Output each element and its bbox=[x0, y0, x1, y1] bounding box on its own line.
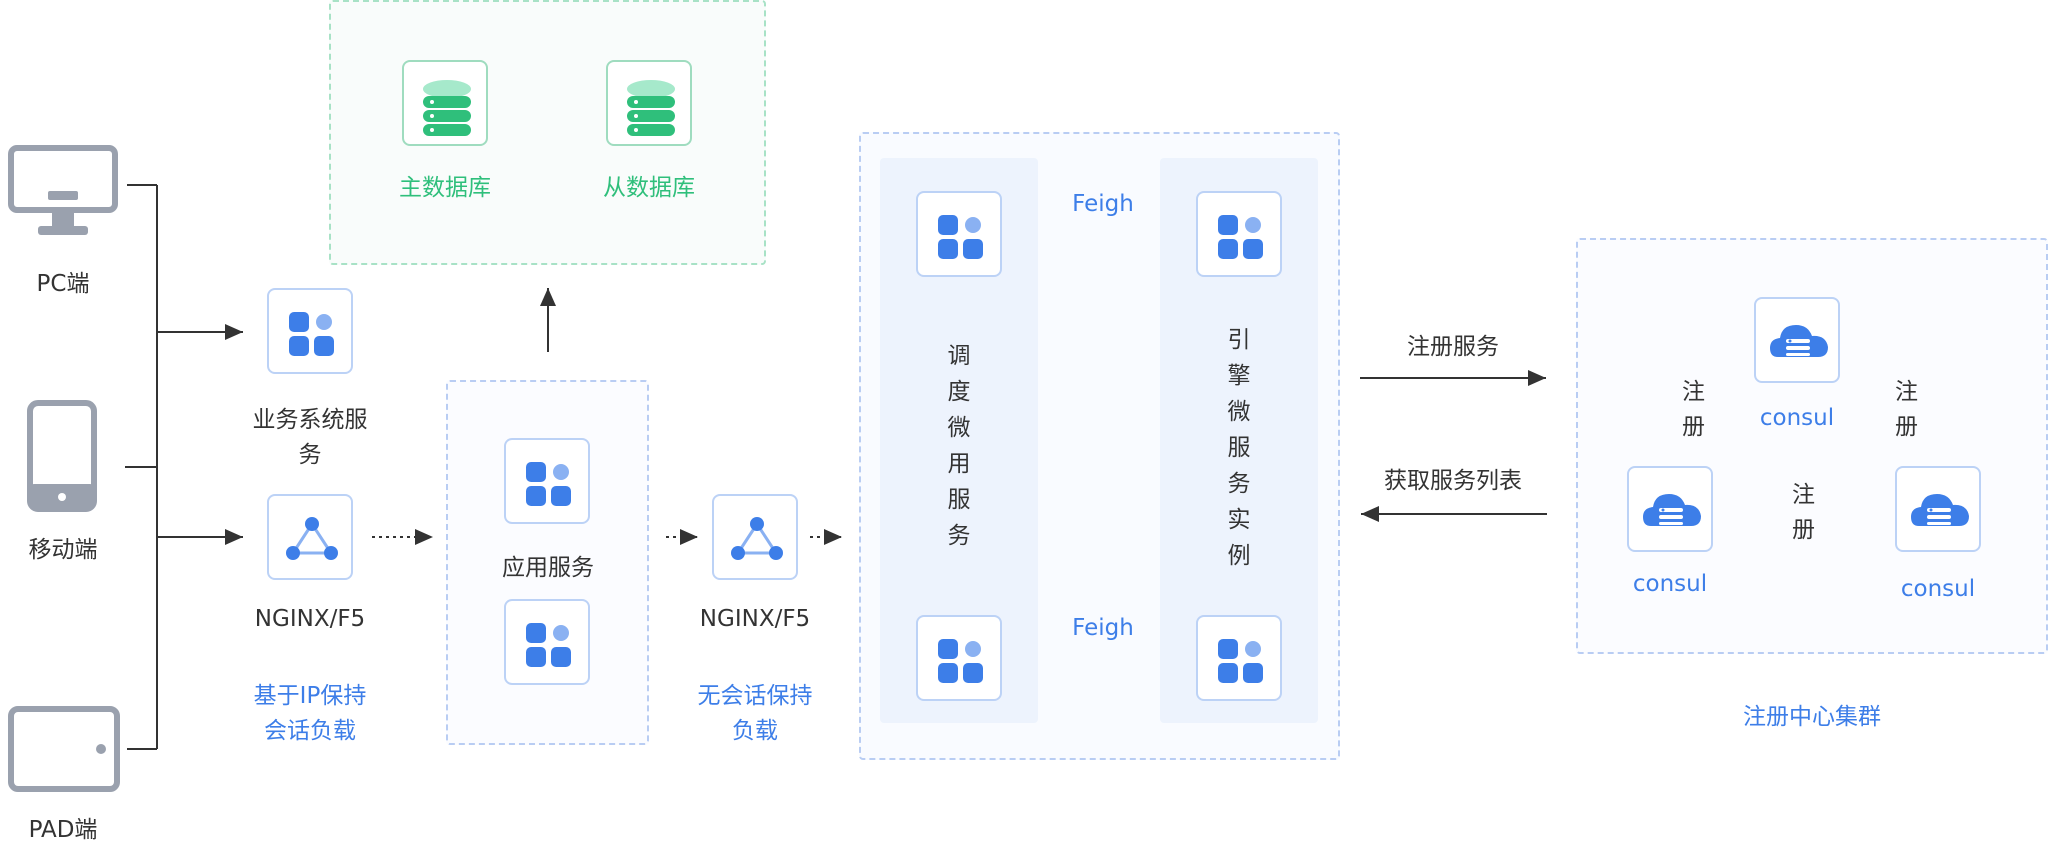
register-right-char2: 册 bbox=[1895, 414, 1918, 440]
consul-node-top-label: consul bbox=[1759, 405, 1835, 431]
pc-icon bbox=[8, 145, 118, 245]
engine-service-icon bbox=[1196, 191, 1282, 277]
consul-node-left-icon bbox=[1627, 466, 1713, 552]
consul-node-top-icon bbox=[1754, 297, 1840, 383]
primary-database-icon bbox=[402, 60, 488, 146]
nginx1-label: NGINX/F5 bbox=[254, 606, 366, 632]
pad-icon bbox=[8, 706, 120, 792]
app-service-label: 应用服务 bbox=[502, 555, 594, 581]
nginx1-note-line2: 会话负载 bbox=[264, 718, 356, 744]
consul-node-right-label: consul bbox=[1900, 576, 1976, 602]
app-service-instance-icon bbox=[504, 599, 590, 685]
nginx2-label: NGINX/F5 bbox=[699, 606, 811, 632]
database-group bbox=[329, 0, 766, 265]
replica-database-label: 从数据库 bbox=[603, 175, 695, 201]
nginx1-note-line1: 基于IP保持 bbox=[253, 683, 367, 709]
registry-cluster-title: 注册中心集群 bbox=[1743, 704, 1881, 730]
feign-top-label: Feigh bbox=[1072, 191, 1134, 217]
app-service-icon bbox=[504, 438, 590, 524]
register-left-char2: 册 bbox=[1682, 414, 1705, 440]
business-service-icon bbox=[267, 288, 353, 374]
pad-label: PAD端 bbox=[28, 817, 98, 843]
scheduler-service-instance-icon bbox=[916, 615, 1002, 701]
nginx-icon bbox=[267, 494, 353, 580]
consul-node-right-icon bbox=[1895, 466, 1981, 552]
feign-bottom-label: Feigh bbox=[1072, 615, 1134, 641]
register-service-label: 注册服务 bbox=[1407, 334, 1499, 360]
nginx-icon bbox=[712, 494, 798, 580]
pc-label: PC端 bbox=[36, 271, 90, 297]
fetch-service-list-label: 获取服务列表 bbox=[1384, 468, 1522, 494]
mobile-icon bbox=[27, 400, 97, 512]
engine-service-instance-icon bbox=[1196, 615, 1282, 701]
consul-node-left-label: consul bbox=[1632, 571, 1708, 597]
register-bottom-char2: 册 bbox=[1792, 517, 1815, 543]
nginx2-note-line1: 无会话保持 bbox=[697, 683, 813, 709]
nginx2-note-line2: 负载 bbox=[732, 718, 778, 744]
business-service-label-line1: 业务系统服 bbox=[252, 407, 368, 433]
business-service-label-line2: 务 bbox=[298, 442, 322, 468]
engine-label: 引 擎 微 服 务 实 例 bbox=[1227, 327, 1251, 569]
mobile-label: 移动端 bbox=[28, 537, 98, 563]
scheduler-label: 调 度 微 用 服 务 bbox=[947, 343, 971, 549]
register-right-char1: 注 bbox=[1895, 379, 1918, 405]
scheduler-service-icon bbox=[916, 191, 1002, 277]
register-left-char1: 注 bbox=[1682, 379, 1705, 405]
replica-database-icon bbox=[606, 60, 692, 146]
register-bottom-char1: 注 bbox=[1792, 482, 1815, 508]
primary-database-label: 主数据库 bbox=[399, 175, 491, 201]
